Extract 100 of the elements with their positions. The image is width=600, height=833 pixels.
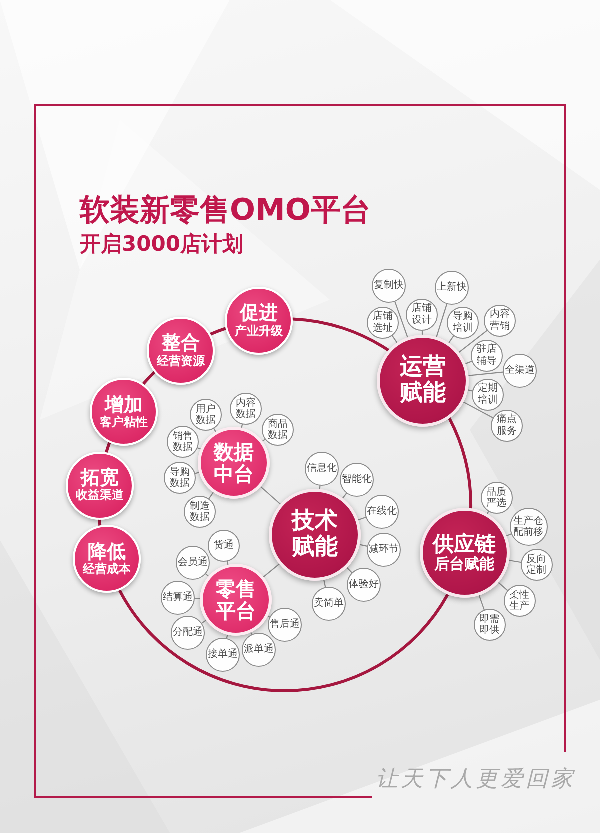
circle-label: 店铺设计 xyxy=(412,303,433,326)
hub-circle xyxy=(420,508,510,598)
connector-line xyxy=(324,580,326,588)
topic-circle xyxy=(146,316,215,385)
connector-line xyxy=(468,372,504,376)
ring-arc xyxy=(448,416,472,510)
circle-label: 体验好 xyxy=(348,579,380,591)
circle-label: 智能化 xyxy=(342,474,372,486)
circle-heading: 运营赋能 xyxy=(400,354,447,406)
item-circle xyxy=(484,304,516,337)
circle-label: 痛点服务 xyxy=(496,414,518,438)
connector-line xyxy=(436,303,448,338)
connector-line xyxy=(208,492,214,500)
circle-heading: 技术赋能 xyxy=(292,509,338,561)
item-circle xyxy=(447,306,480,339)
connector-line xyxy=(194,598,201,600)
item-circle xyxy=(367,306,400,339)
circle-heading: 数据中台 xyxy=(214,440,254,486)
circle-label: 反向定制 xyxy=(526,554,548,577)
circle-label: 定期培训 xyxy=(478,383,499,406)
item-circle xyxy=(312,587,346,621)
circle-label: 驻店辅导 xyxy=(476,344,498,368)
circle-label: 全渠道 xyxy=(504,364,536,376)
item-circle xyxy=(230,393,262,425)
item-circle xyxy=(242,633,276,667)
ring-arc xyxy=(292,318,390,352)
subtitle: 开启3000店计划 xyxy=(80,231,244,258)
item-circle xyxy=(504,585,536,618)
topic-circle xyxy=(225,286,294,355)
item-circle xyxy=(347,568,381,602)
circle-label: 销售数据 xyxy=(172,430,194,454)
connector-line xyxy=(463,402,494,419)
circle-label: 结算通 xyxy=(162,592,194,604)
item-circle xyxy=(167,426,199,458)
circle-label: 上新快 xyxy=(436,282,468,294)
item-circle xyxy=(206,638,240,672)
circle-label: 货通 xyxy=(214,540,234,552)
topic-circle xyxy=(90,378,158,446)
circle-heading: 拓宽 xyxy=(81,468,120,490)
connector-line xyxy=(466,360,473,364)
circle-heading: 降低 xyxy=(88,542,126,564)
connector-line xyxy=(358,516,366,521)
item-circle xyxy=(435,270,470,305)
circle-label: 在线化 xyxy=(366,506,398,518)
connector-line xyxy=(508,560,522,564)
circle-label: 店铺选址 xyxy=(372,311,394,334)
hub-circle xyxy=(269,489,361,581)
connector-line xyxy=(448,335,455,344)
circle-subtext: 经营资源 xyxy=(156,354,205,368)
circle-label: 用户数据 xyxy=(196,404,216,426)
circle-label: 品质严选 xyxy=(486,486,508,510)
circle-label: 商品数据 xyxy=(268,418,288,442)
circle-subtext: 经营成本 xyxy=(83,563,132,577)
slogan-text: 让天下人更爱回家 xyxy=(376,766,576,794)
connector-line xyxy=(260,486,282,505)
item-circle xyxy=(340,463,374,497)
item-circle xyxy=(406,298,438,331)
item-circle xyxy=(474,609,506,642)
circle-label: 会员通 xyxy=(178,557,208,569)
item-circle xyxy=(305,452,339,486)
circle-label: 导购数据 xyxy=(170,466,190,490)
item-circle xyxy=(510,508,548,546)
ring-arc xyxy=(142,370,156,386)
item-circle xyxy=(472,378,504,411)
circle-subtext: 客户粘性 xyxy=(100,416,148,430)
item-circle xyxy=(491,410,524,442)
topic-circle xyxy=(73,525,142,594)
circle-label: 信息化 xyxy=(306,463,338,475)
circle-label: 减环节 xyxy=(368,544,400,556)
ring-arc xyxy=(105,441,112,454)
connector-line xyxy=(346,567,353,574)
topic-circle xyxy=(66,452,134,520)
connector-line xyxy=(498,582,508,592)
circle-heading: 零售平台 xyxy=(216,578,256,622)
circle-label: 内容数据 xyxy=(236,398,256,420)
circle-subtext: 后台赋能 xyxy=(434,556,495,574)
circle-heading: 供应链 xyxy=(433,532,496,556)
circle-label: 卖简单 xyxy=(314,598,344,610)
item-circle xyxy=(520,549,553,582)
circle-subtext: 产业升级 xyxy=(235,324,284,338)
item-circle xyxy=(176,546,210,580)
connector-line xyxy=(263,564,280,578)
item-circle xyxy=(190,399,222,431)
item-circle xyxy=(367,533,401,567)
connector-line xyxy=(342,492,348,499)
circle-label: 柔性生产 xyxy=(509,590,530,613)
hub-circle xyxy=(377,334,470,427)
connector-line xyxy=(478,595,485,611)
item-circle xyxy=(268,608,302,642)
circle-subtext: 收益渠道 xyxy=(76,489,124,503)
item-circle xyxy=(171,616,205,650)
circle-label: 复制快 xyxy=(374,280,405,292)
ring-arc xyxy=(118,589,450,692)
item-circle xyxy=(503,354,538,388)
item-circle xyxy=(184,496,216,528)
connector-line xyxy=(392,335,398,344)
circle-heading: 促进 xyxy=(240,303,278,324)
connector-line xyxy=(359,544,368,547)
circle-label: 售后通 xyxy=(270,619,300,631)
item-circle xyxy=(365,495,399,529)
